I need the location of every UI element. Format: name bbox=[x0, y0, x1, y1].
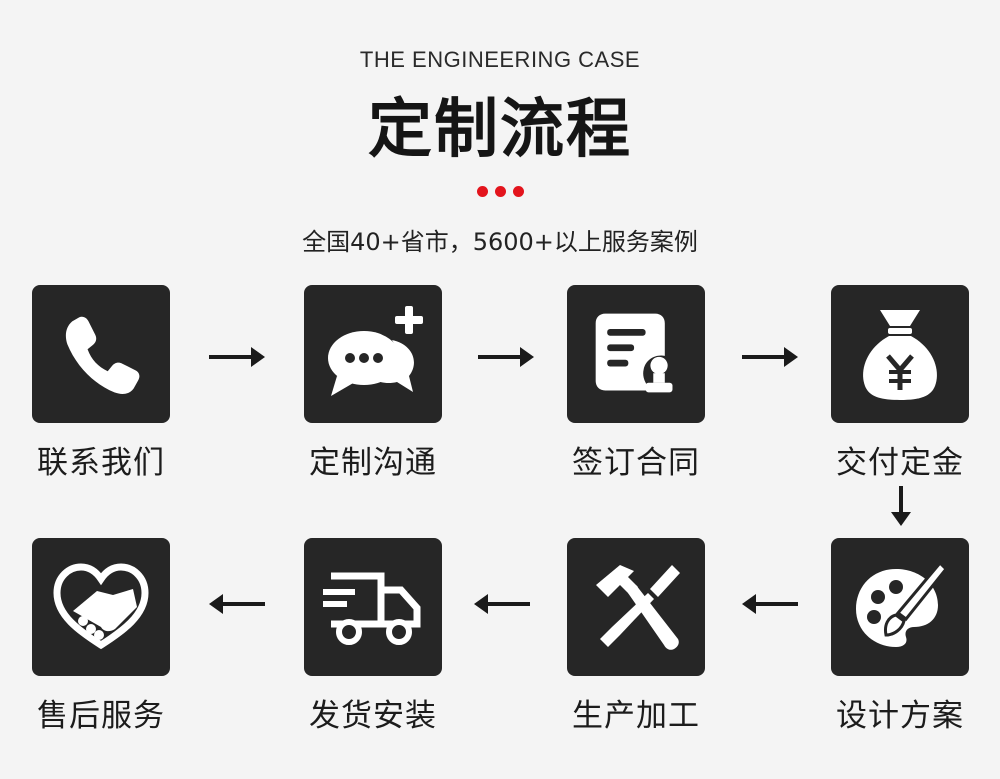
arrow-left-icon bbox=[742, 594, 798, 614]
step-design-plan: 设计方案 bbox=[830, 538, 970, 735]
arrow-right-icon bbox=[742, 347, 798, 367]
step-label: 生产加工 bbox=[572, 698, 700, 734]
step-label: 联系我们 bbox=[37, 445, 165, 481]
delivery-truck-icon bbox=[323, 572, 421, 645]
step-label: 交付定金 bbox=[836, 445, 964, 481]
step-tile bbox=[567, 538, 705, 676]
palette-brush-icon bbox=[856, 560, 949, 647]
step-production: 生产加工 bbox=[566, 538, 706, 735]
step-sign-contract: 签订合同 bbox=[566, 285, 706, 482]
step-label: 发货安装 bbox=[309, 698, 437, 734]
step-label: 售后服务 bbox=[37, 698, 165, 734]
phone-icon bbox=[65, 316, 140, 394]
step-label: 定制沟通 bbox=[309, 445, 437, 481]
step-custom-communication: 定制沟通 bbox=[303, 285, 443, 482]
arrow-right-icon bbox=[209, 347, 265, 367]
dot bbox=[512, 186, 524, 197]
tagline: 全国40+省市，5600+以上服务案例 bbox=[302, 228, 698, 256]
contract-stamp-icon bbox=[595, 313, 673, 393]
dot bbox=[494, 186, 506, 197]
step-after-sales: 售后服务 bbox=[31, 538, 171, 735]
step-tile bbox=[831, 285, 969, 423]
step-tile bbox=[304, 285, 442, 423]
dot bbox=[476, 186, 488, 197]
arrow-left-icon bbox=[474, 594, 530, 614]
step-contact-us: 联系我们 bbox=[31, 285, 171, 482]
page-title: 定制流程 bbox=[368, 93, 632, 167]
arrow-left-icon bbox=[209, 594, 265, 614]
handshake-heart-icon bbox=[53, 563, 149, 650]
hammer-screwdriver-icon bbox=[596, 565, 680, 650]
step-label: 设计方案 bbox=[836, 698, 964, 734]
arrow-down-icon bbox=[891, 486, 911, 526]
chat-bubbles-plus-icon bbox=[328, 306, 423, 396]
step-delivery-install: 发货安装 bbox=[303, 538, 443, 735]
step-tile bbox=[32, 538, 170, 676]
subtitle-en: THE ENGINEERING CASE bbox=[359, 47, 641, 72]
step-tile bbox=[567, 285, 705, 423]
step-tile bbox=[304, 538, 442, 676]
money-bag-yuan-icon bbox=[863, 310, 937, 400]
red-dots-divider bbox=[0, 186, 1000, 197]
arrow-right-icon bbox=[478, 347, 534, 367]
step-label: 签订合同 bbox=[572, 445, 700, 481]
step-deposit: 交付定金 bbox=[830, 285, 970, 482]
step-tile bbox=[831, 538, 969, 676]
step-tile bbox=[32, 285, 170, 423]
